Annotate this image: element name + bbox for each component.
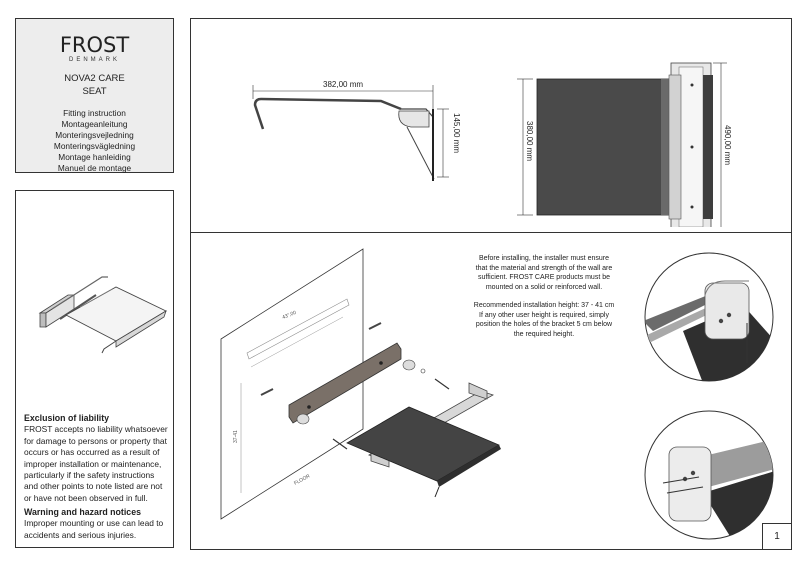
instruction-line: If any other user height is required, si… — [479, 311, 609, 319]
frost-logo: FROST — [59, 33, 130, 57]
fitting-title: Monteringsvägledning — [53, 141, 136, 151]
width-dim-label: 382,00 mm — [323, 80, 363, 89]
title-box: FROST DENMARK NOVA2 CARE SEAT Fitting in… — [15, 18, 174, 173]
liability-line: for damage to persons or property that — [24, 435, 167, 446]
liability-line: and other points to note listed are not — [24, 481, 163, 492]
install-height-label: 37-41 — [233, 430, 239, 443]
instruction-line: sufficient. FROST CARE products must be — [477, 274, 610, 281]
product-title: NOVA2 CARE SEAT — [16, 72, 173, 98]
side-profile-drawing: 382,00 mm 145,00 mm — [252, 80, 461, 181]
template-width-label: 43°,00 — [282, 310, 298, 321]
info-box: Exclusion of liability FROST accepts no … — [15, 190, 174, 548]
installation-instructions: Before installing, the installer must en… — [459, 254, 629, 339]
warning-heading: Warning and hazard notices — [24, 507, 141, 517]
fitting-titles: Fitting instruction Montageanleitung Mon… — [16, 108, 173, 174]
fitting-title: Montageanleitung — [61, 119, 128, 129]
product-type: SEAT — [82, 86, 107, 97]
total-height-label: 490,00 mm — [723, 125, 732, 165]
liability-line: particularly if the safety instructions — [24, 470, 155, 481]
instruction-line: that the material and strength of the wa… — [475, 264, 613, 272]
seat-depth-label: 380,00 mm — [525, 121, 534, 161]
product-illustration — [38, 276, 167, 354]
fitting-title: Montage hanleiding — [58, 152, 131, 162]
instruction-line: the required height. — [513, 330, 575, 338]
fitting-title: Manuel de montage — [57, 163, 132, 173]
warning-line: accidents and serious injuries. — [24, 529, 137, 540]
liability-line: improper installation or maintenance, — [24, 458, 162, 469]
liability-line: FROST accepts no liability whatsoever — [24, 424, 168, 435]
warning-section: Warning and hazard notices Improper moun… — [24, 507, 169, 541]
page-number: 1 — [762, 523, 791, 549]
product-name: NOVA2 CARE — [64, 73, 125, 84]
liability-section: Exclusion of liability FROST accepts no … — [24, 413, 169, 504]
fitting-title: Fitting instruction — [63, 108, 126, 118]
floor-label: FLOOR — [293, 473, 311, 487]
assembly-drawing: 43°,00 37-41 FLOOR — [220, 248, 501, 520]
drawing-box: 382,00 mm 145,00 mm 380,00 mm — [190, 18, 792, 550]
liability-line: occurs or has occurred as a result of — [24, 447, 160, 458]
fitting-title: Monteringsvejledning — [55, 130, 134, 140]
liability-line: or have not been observed in full. — [24, 492, 148, 503]
detail-view-bottom — [644, 410, 774, 540]
instruction-line: Before installing, the installer must en… — [479, 255, 609, 262]
section-divider — [191, 232, 791, 233]
instruction-line: position the holes of the bracket 5 cm b… — [475, 321, 613, 328]
front-view-drawing: 380,00 mm 490,00 mm — [517, 62, 732, 227]
logo-subtitle: DENMARK — [68, 57, 120, 63]
liability-heading: Exclusion of liability — [24, 413, 110, 423]
warning-line: Improper mounting or use can lead to — [24, 518, 164, 529]
instruction-line: Recommended installation height: 37 - 41… — [473, 302, 615, 309]
height-dim-label: 145,00 mm — [452, 113, 461, 153]
instruction-line: mounted on a solid or reinforced wall. — [485, 283, 603, 291]
detail-view-top — [644, 252, 774, 382]
